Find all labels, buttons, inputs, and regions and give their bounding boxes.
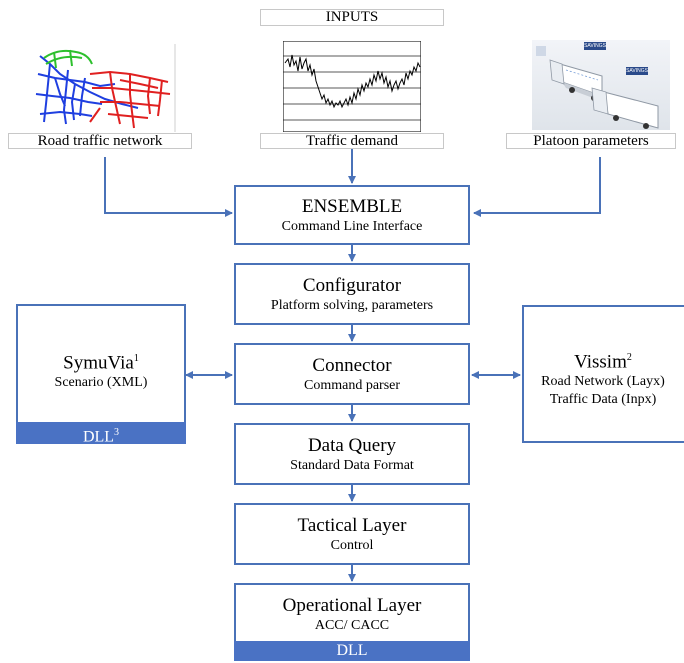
connector-title: Connector: [312, 355, 392, 376]
symuvia-title-wrap: SymuVia1: [18, 348, 184, 374]
tactical-layer-box: Tactical Layer Control: [234, 503, 470, 565]
vissim-line-1: Road Network (Layx): [541, 374, 665, 390]
vissim-title-wrap: Vissim2: [524, 347, 682, 373]
data-query-subtitle: Standard Data Format: [290, 458, 414, 473]
connector-subtitle: Command parser: [303, 378, 401, 393]
road-network-map-image: [30, 44, 176, 132]
symuvia-dll-label: DLL: [82, 428, 115, 446]
configurator-box: Configurator Platform solving, parameter…: [234, 263, 470, 325]
configurator-subtitle: Platform solving, parameters: [270, 298, 434, 313]
connector-box: Connector Command parser: [234, 343, 470, 405]
ensemble-subtitle: Command Line Interface: [281, 219, 423, 234]
ensemble-title: ENSEMBLE: [301, 196, 403, 217]
ensemble-box: ENSEMBLE Command Line Interface: [234, 185, 470, 245]
symuvia-dll-sup: 3: [114, 427, 120, 438]
platoon-parameters-label: Platoon parameters: [506, 133, 676, 149]
symuvia-title-sup: 1: [133, 353, 139, 364]
vissim-title: Vissim: [574, 351, 627, 373]
configurator-title: Configurator: [302, 275, 402, 296]
tactical-layer-subtitle: Control: [330, 538, 374, 553]
vissim-box: Vissim2 Road Network (Layx) Traffic Data…: [522, 305, 684, 443]
symuvia-dll-bar: DLL3: [16, 422, 186, 446]
road-network-label: Road traffic network: [8, 133, 192, 149]
platoon-trucks-image: [532, 40, 670, 130]
operational-dll-bar: DLL: [234, 641, 470, 661]
traffic-demand-label: Traffic demand: [260, 133, 444, 149]
tactical-layer-title: Tactical Layer: [297, 515, 407, 536]
vissim-title-sup: 2: [626, 352, 632, 363]
data-query-box: Data Query Standard Data Format: [234, 423, 470, 485]
inputs-title: INPUTS: [260, 9, 444, 26]
operational-layer-title: Operational Layer: [282, 595, 422, 616]
vissim-line-2: Traffic Data (Inpx): [549, 392, 657, 408]
platoon-badge-2: SAVINGS: [626, 68, 648, 74]
symuvia-box: SymuVia1 Scenario (XML): [16, 304, 186, 444]
symuvia-subtitle: Scenario (XML): [54, 375, 148, 391]
symuvia-title: SymuVia: [63, 352, 134, 374]
traffic-demand-chart-image: [283, 41, 421, 132]
platoon-badge-1: SAVINGS: [584, 43, 606, 49]
operational-layer-subtitle: ACC/ CACC: [314, 618, 390, 633]
data-query-title: Data Query: [307, 435, 397, 456]
